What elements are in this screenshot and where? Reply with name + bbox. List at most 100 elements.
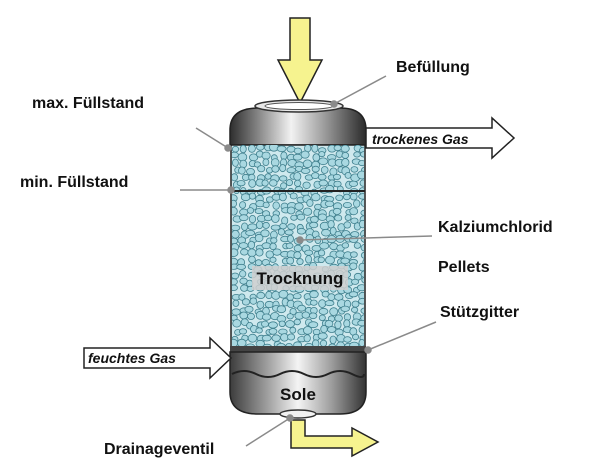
pellet — [308, 321, 319, 329]
pellet — [272, 201, 280, 210]
pellet — [309, 299, 318, 306]
pellet — [296, 227, 306, 235]
pellet — [262, 221, 270, 229]
pellet — [293, 171, 302, 181]
pellet — [270, 158, 280, 167]
pellet — [248, 192, 257, 200]
drain-valve-nozzle — [279, 409, 317, 419]
pellet — [294, 202, 304, 211]
pellet — [239, 145, 247, 154]
pellet — [334, 314, 343, 323]
pellet — [246, 168, 255, 176]
pellet — [360, 209, 364, 217]
pellet — [247, 248, 257, 258]
pellet — [349, 236, 359, 243]
pellet — [318, 151, 326, 158]
pellet — [261, 179, 269, 187]
pellet — [292, 293, 302, 300]
pellet — [297, 304, 307, 312]
pellet — [327, 293, 336, 301]
pellet — [239, 208, 249, 216]
pellet — [350, 306, 359, 313]
pellet — [302, 207, 313, 216]
pellet — [232, 230, 240, 239]
pellet — [360, 270, 364, 278]
pellet — [317, 213, 327, 221]
pellet — [286, 313, 294, 320]
pellet — [237, 338, 247, 348]
pellet — [293, 244, 303, 253]
pellet — [280, 182, 288, 190]
pellet — [279, 222, 287, 230]
pellet — [232, 319, 242, 328]
pellet — [268, 321, 278, 329]
pellet — [286, 206, 296, 215]
pellet — [332, 207, 342, 215]
max-level-label: max. Füllstand — [32, 95, 144, 112]
pellet — [358, 193, 364, 200]
dry-gas-label: trockenes Gas — [372, 131, 469, 147]
pellet — [262, 201, 270, 209]
pellet — [261, 313, 272, 321]
support-grid — [230, 346, 366, 352]
pellet — [247, 312, 255, 320]
wet-gas-inlet-arrow — [83, 336, 233, 380]
pellet — [261, 151, 271, 160]
brine-surface-wave — [231, 370, 365, 378]
pellet — [256, 145, 265, 151]
pellet — [340, 145, 350, 153]
pellet — [238, 242, 249, 249]
pellet — [311, 193, 321, 202]
pellet — [300, 167, 311, 174]
calcium-chloride-pellets — [232, 145, 364, 348]
brine-label: Sole — [280, 385, 316, 404]
pellet — [352, 333, 360, 341]
pellet — [303, 334, 311, 343]
pellet — [318, 307, 329, 315]
pellet — [343, 319, 351, 328]
filling-inlet-arrow — [276, 17, 324, 105]
pellet — [248, 179, 257, 188]
pellet — [248, 215, 257, 224]
pellet — [232, 206, 238, 216]
pellet — [361, 276, 364, 284]
pellet — [240, 248, 249, 256]
pellet — [342, 202, 352, 209]
pellet — [232, 248, 239, 257]
pellet — [256, 300, 265, 309]
pellet — [351, 300, 360, 308]
pellet — [241, 222, 249, 231]
pellet — [311, 165, 320, 173]
pellet — [360, 151, 364, 158]
pellet — [309, 290, 319, 299]
pellet — [349, 207, 359, 216]
pellet — [329, 226, 337, 236]
pellet — [238, 293, 246, 301]
dry-gas-outlet-arrow — [365, 116, 516, 160]
pellet — [309, 221, 319, 229]
pellet — [360, 251, 364, 259]
pellet — [289, 326, 297, 334]
pellet — [358, 325, 364, 334]
pellet — [329, 307, 339, 316]
pellet — [317, 249, 326, 257]
pellet — [232, 224, 241, 232]
pellet — [287, 223, 296, 230]
pellet — [254, 208, 264, 215]
pellet — [246, 207, 255, 214]
pellet — [247, 223, 258, 231]
pellet — [286, 167, 297, 174]
pellet — [269, 242, 277, 251]
pellet — [344, 171, 352, 179]
pellet — [270, 237, 278, 244]
pellet — [257, 165, 266, 173]
leader-drainageventil — [245, 417, 291, 447]
pellet — [314, 203, 322, 210]
pellet — [248, 145, 256, 153]
pellet — [279, 164, 287, 173]
pellet — [271, 165, 280, 173]
pellet — [360, 199, 364, 207]
pellet — [239, 214, 249, 222]
pellet — [342, 193, 351, 201]
